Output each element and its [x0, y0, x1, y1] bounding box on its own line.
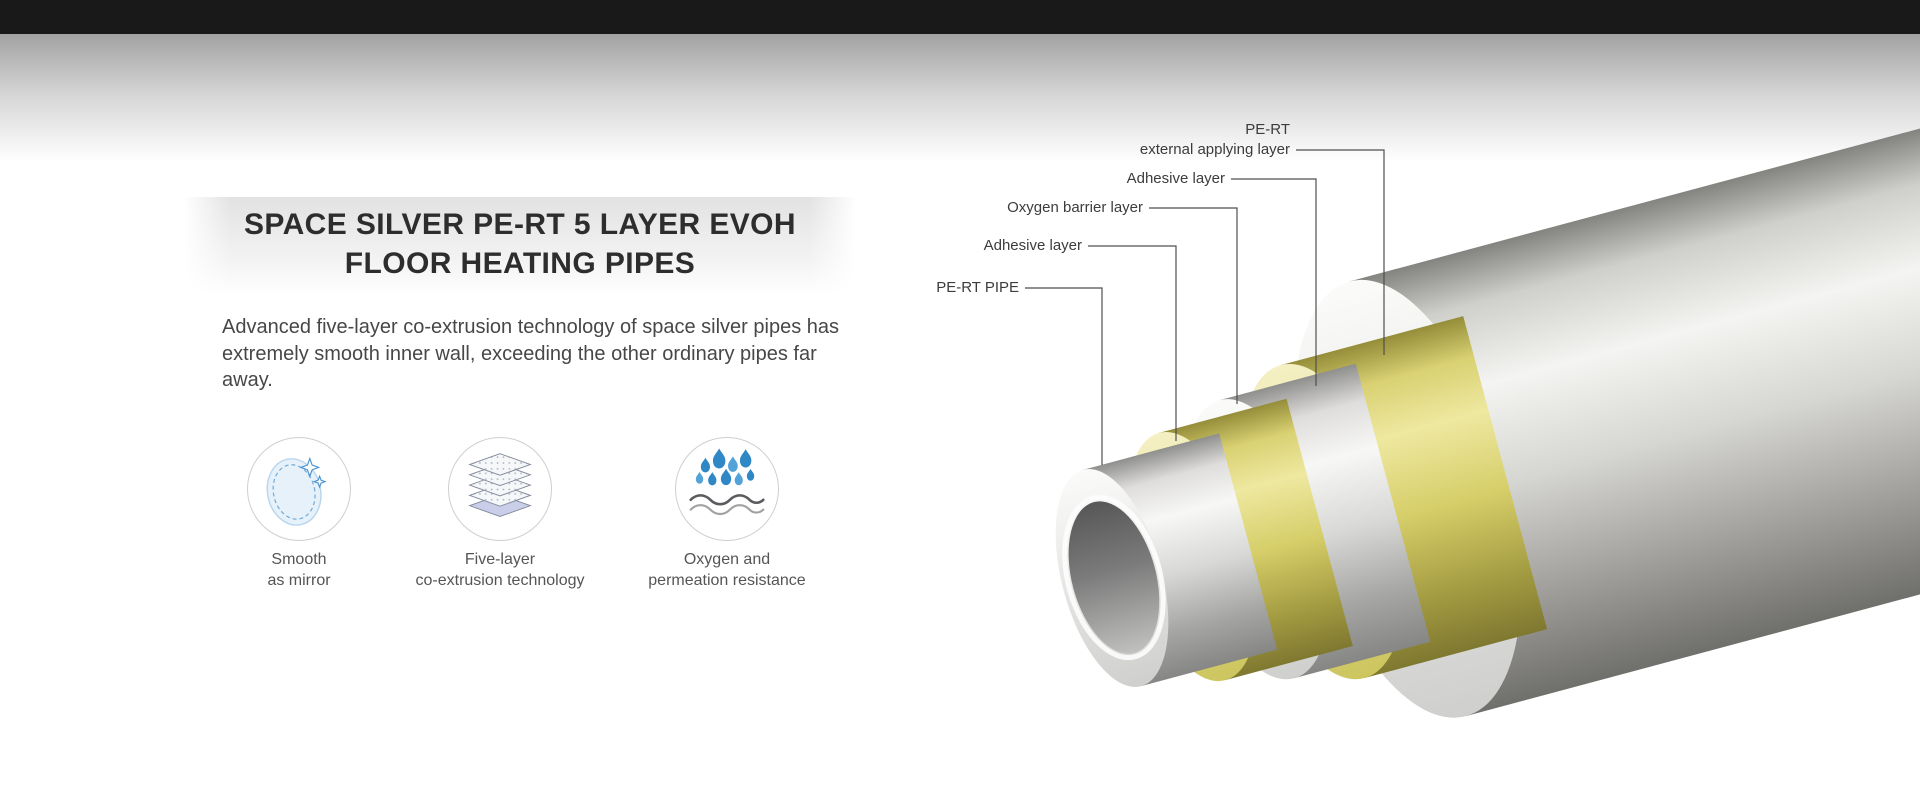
pipe-label-external-layer: PE-RT external applying layer: [1139, 121, 1290, 158]
water-drops: [695, 448, 755, 486]
wave-lines: [689, 494, 765, 516]
leader-line-external: [1296, 149, 1385, 355]
pipe-label-pert-pipe: PE-RT PIPE: [936, 279, 1019, 296]
page-title-line2: FLOOR HEATING PIPES: [344, 247, 696, 280]
pipe-3d: [1055, 84, 1920, 718]
leader-line-adhesive-inner: [1088, 245, 1177, 441]
feature-label-smooth: Smooth as mirror: [267, 551, 331, 589]
pipe-bore: [1062, 494, 1166, 661]
top-gradient: [0, 34, 1920, 162]
leader-line-oxygen-barrier: [1149, 207, 1238, 404]
pipe-label-adhesive-outer: Adhesive layer: [1126, 170, 1225, 187]
mirror-oval-icon: [247, 437, 351, 541]
feature-smooth-mirror: Smooth as mirror: [184, 437, 414, 592]
top-bar: [0, 0, 1920, 34]
leader-line-pert-pipe: [1025, 287, 1103, 465]
feature-label-oxygen: Oxygen and permeation resistance: [648, 551, 806, 589]
layer-stack-icon: [448, 437, 552, 541]
leader-lines: [1025, 149, 1385, 465]
feature-label-five-layer: Five-layer co-extrusion technology: [415, 551, 585, 589]
title-band: SPACE SILVER PE-RT 5 LAYER EVOH FLOOR HE…: [184, 197, 856, 295]
feature-five-layer: Five-layer co-extrusion technology: [385, 437, 615, 592]
pipe-label-adhesive-inner: Adhesive layer: [983, 237, 1082, 254]
leader-line-adhesive-outer: [1231, 178, 1317, 386]
page-title-line1: SPACE SILVER PE-RT 5 LAYER EVOH: [244, 208, 796, 241]
pipe-label-oxygen-barrier: Oxygen barrier layer: [1007, 199, 1143, 216]
product-description: Advanced five-layer co-extrusion technol…: [222, 316, 839, 392]
water-drops-icon: [675, 437, 779, 541]
feature-oxygen-resistance: Oxygen and permeation resistance: [612, 437, 842, 592]
